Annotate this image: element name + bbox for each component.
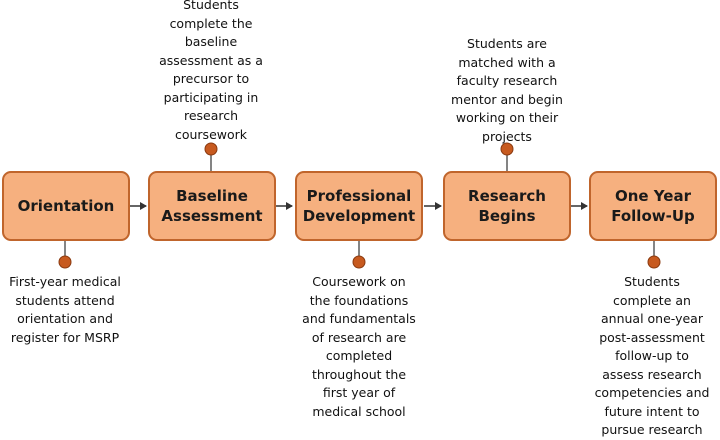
note-baseline-assessment: Students complete the baseline assessmen…: [159, 0, 263, 142]
note-one-year-follow-up: Students complete an annual one-year pos…: [594, 274, 710, 437]
callout-dot-professional: [352, 255, 366, 269]
step-one-year-follow-up-box: One Year Follow-Up: [589, 171, 717, 241]
callout-dot-orientation: [58, 255, 72, 269]
step-orientation-box: Orientation: [2, 171, 130, 241]
step-professional-development-box: Professional Development: [295, 171, 423, 241]
note-professional-development: Coursework on the foundations and fundam…: [302, 274, 416, 419]
step-baseline-assessment-box: Baseline Assessment: [148, 171, 276, 241]
step-research-begins-box: Research Begins: [443, 171, 571, 241]
note-orientation: First-year medical students attend orien…: [9, 274, 121, 345]
callout-dot-research: [500, 142, 514, 156]
callout-dot-followup: [647, 255, 661, 269]
note-research-begins: Students are matched with a faculty rese…: [451, 36, 563, 144]
callout-dot-baseline: [204, 142, 218, 156]
